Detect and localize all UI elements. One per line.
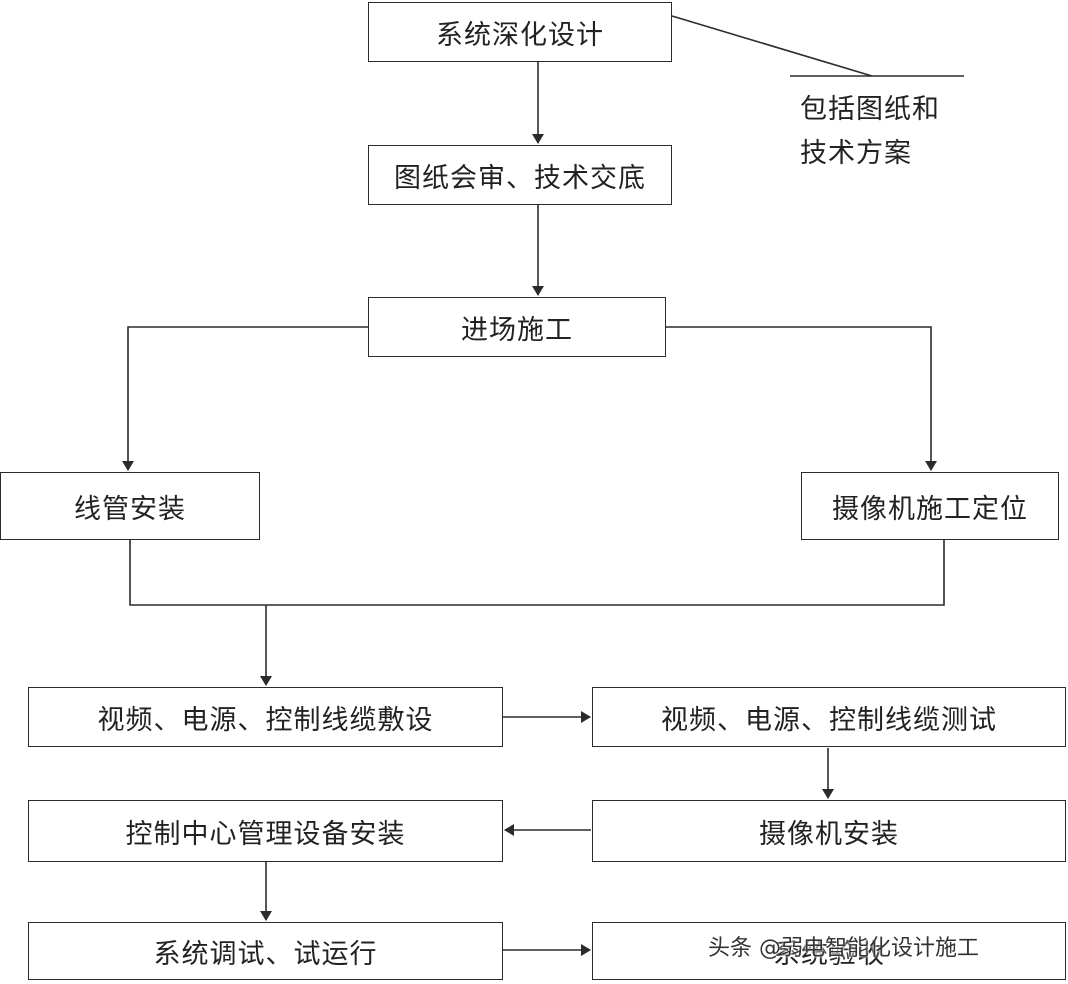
arrow-s3-to-s5 [666,326,937,471]
step-drawing-review: 图纸会审、技术交底 [368,145,672,205]
step-cable-laying: 视频、电源、控制线缆敷设 [28,687,503,747]
step-system-detailed-design: 系统深化设计 [368,2,672,62]
note-leader-line [671,15,873,77]
step-system-commissioning: 系统调试、试运行 [28,922,503,980]
watermark-text: 头条 @弱电智能化设计施工 [708,936,979,961]
step-system-acceptance: 系统验收 [592,922,1066,980]
design-note: 包括图纸和 技术方案 [800,88,940,176]
design-note-line-2: 技术方案 [800,138,912,169]
step-camera-install: 摄像机安装 [592,800,1066,862]
merge-line [129,540,945,606]
step-cable-testing: 视频、电源、控制线缆测试 [592,687,1066,747]
design-note-line-1: 包括图纸和 [800,94,940,125]
step-camera-positioning: 摄像机施工定位 [801,472,1059,540]
step-conduit-install: 线管安装 [0,472,260,540]
arrow-s3-to-s4 [122,326,368,471]
step-site-entry: 进场施工 [368,297,666,357]
step-control-center-install: 控制中心管理设备安装 [28,800,503,862]
